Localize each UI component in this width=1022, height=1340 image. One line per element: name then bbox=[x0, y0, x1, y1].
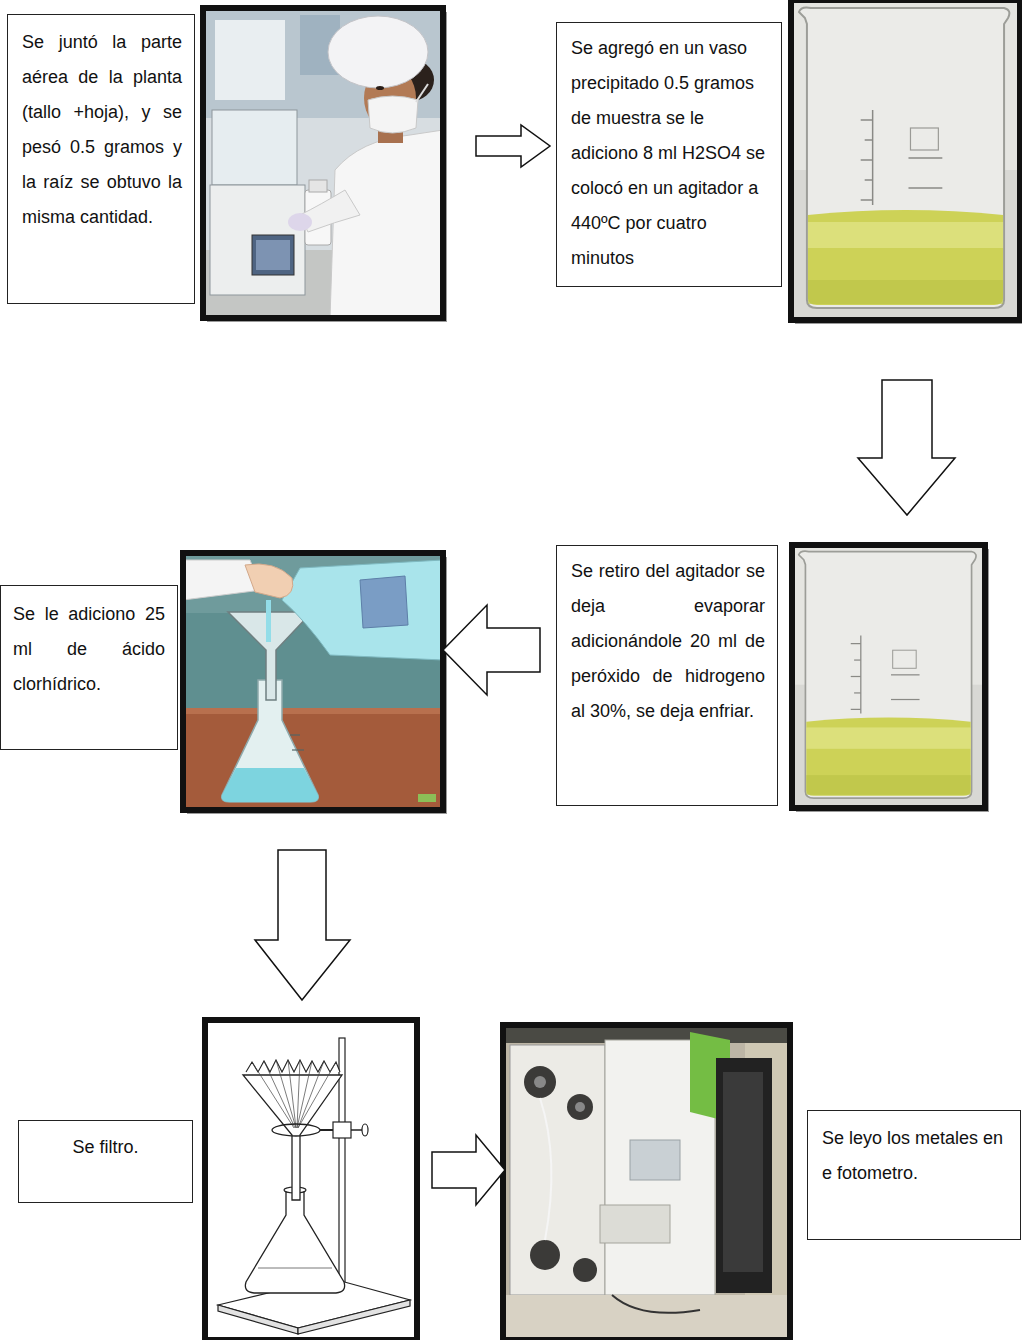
weighing-photo-part bbox=[252, 235, 294, 275]
filtration-drawing-part bbox=[298, 1300, 410, 1334]
instrument-photo-part bbox=[510, 1045, 605, 1295]
block-arrow bbox=[443, 605, 540, 695]
photo-frame bbox=[183, 553, 443, 810]
weighing-photo-part bbox=[328, 16, 428, 88]
step-box: Se le adiciono 25 ml de ácido clorhídric… bbox=[0, 585, 178, 750]
instrument-photo-part bbox=[575, 1102, 585, 1112]
block-arrow bbox=[476, 125, 550, 167]
instrument-photo-part bbox=[524, 1066, 556, 1098]
instrument-photo-part bbox=[540, 1098, 551, 1240]
pouring-picture-part bbox=[183, 708, 443, 714]
weighing-photo-part bbox=[215, 20, 285, 100]
weighing-photo-part bbox=[376, 86, 384, 90]
filtration-drawing-part bbox=[218, 1305, 298, 1334]
weighing-photo-part bbox=[256, 240, 290, 270]
step-box: Se retiro del agitador se deja evaporar … bbox=[556, 545, 778, 806]
weighing-photo-part bbox=[210, 185, 305, 295]
weighing-photo-part bbox=[212, 110, 297, 185]
weighing-photo bbox=[203, 8, 443, 318]
pouring-picture-part bbox=[245, 564, 293, 598]
filtration-drawing bbox=[205, 1020, 417, 1340]
pouring-picture-part bbox=[183, 712, 443, 810]
beaker-photo bbox=[791, 0, 1020, 320]
photo-frame bbox=[203, 8, 443, 318]
pouring-picture-part bbox=[222, 768, 319, 802]
photo-frame bbox=[792, 545, 985, 808]
instrument-photo-part bbox=[612, 1295, 700, 1313]
photo-frame bbox=[205, 1020, 417, 1340]
weighing-photo-part bbox=[368, 96, 418, 133]
instrument-photo-part bbox=[503, 1295, 790, 1340]
step-text: Se le adiciono 25 ml de ácido clorhídric… bbox=[13, 597, 165, 702]
filtration-drawing-part bbox=[272, 1124, 320, 1136]
weighing-photo-part bbox=[203, 8, 443, 318]
instrument-photo-part bbox=[600, 1205, 670, 1243]
pouring-picture-part bbox=[266, 600, 271, 642]
filtration-drawing-part bbox=[246, 1060, 340, 1072]
filtration-drawing-part bbox=[258, 1268, 332, 1269]
step-text: Se retiro del agitador se deja evaporar … bbox=[571, 554, 765, 729]
filtration-drawing-part bbox=[205, 1020, 417, 1340]
filtration-drawing-part bbox=[362, 1124, 368, 1136]
block-arrow bbox=[432, 1135, 505, 1205]
filtration-drawing-part bbox=[252, 1060, 336, 1128]
instrument-photo-part bbox=[723, 1072, 763, 1272]
pouring-picture-part bbox=[282, 560, 443, 660]
step-box: Se juntó la parte aérea de la planta (ta… bbox=[7, 14, 195, 304]
instrument-photo-part bbox=[716, 1058, 772, 1293]
pouring-picture bbox=[183, 553, 443, 810]
step-text: Se agregó en un vaso precipitado 0.5 gra… bbox=[571, 31, 769, 276]
step-box: Se leyo los metales en e fotometro. bbox=[807, 1110, 1021, 1240]
weighing-photo-part bbox=[309, 180, 327, 192]
instrument-photo-part bbox=[503, 1025, 790, 1340]
pouring-picture-part bbox=[360, 576, 408, 628]
filtration-drawing-part bbox=[333, 1122, 351, 1138]
step-box: Se agregó en un vaso precipitado 0.5 gra… bbox=[556, 22, 782, 287]
filtration-drawing-part bbox=[351, 1129, 362, 1131]
photo-frame bbox=[503, 1025, 790, 1340]
pouring-picture-part bbox=[290, 734, 300, 735]
instrument-photo bbox=[503, 1025, 790, 1340]
instrument-photo-part bbox=[567, 1094, 593, 1120]
weighing-photo-part bbox=[330, 130, 443, 318]
pouring-picture-part bbox=[418, 794, 436, 802]
step-text: Se juntó la parte aérea de la planta (ta… bbox=[22, 25, 182, 235]
instrument-photo-part bbox=[530, 1240, 560, 1270]
block-arrow bbox=[255, 850, 350, 1000]
weighing-photo-part bbox=[288, 213, 312, 231]
photo-frame bbox=[791, 0, 1020, 320]
instrument-photo-part bbox=[630, 1140, 680, 1180]
pouring-picture-part bbox=[292, 749, 304, 750]
filtration-drawing-part bbox=[245, 1190, 344, 1293]
instrument-photo-part bbox=[573, 1258, 597, 1282]
instrument-photo-part bbox=[534, 1076, 546, 1088]
block-arrow bbox=[858, 380, 955, 515]
filtration-drawing-part bbox=[243, 1075, 342, 1200]
step-text: Se leyo los metales en e fotometro. bbox=[822, 1121, 1008, 1191]
pouring-picture-part bbox=[183, 553, 443, 810]
step-box: Se filtro. bbox=[18, 1120, 193, 1203]
weighing-photo-part bbox=[416, 84, 428, 102]
beaker-photo bbox=[792, 545, 985, 808]
step-text: Se filtro. bbox=[29, 1130, 182, 1165]
